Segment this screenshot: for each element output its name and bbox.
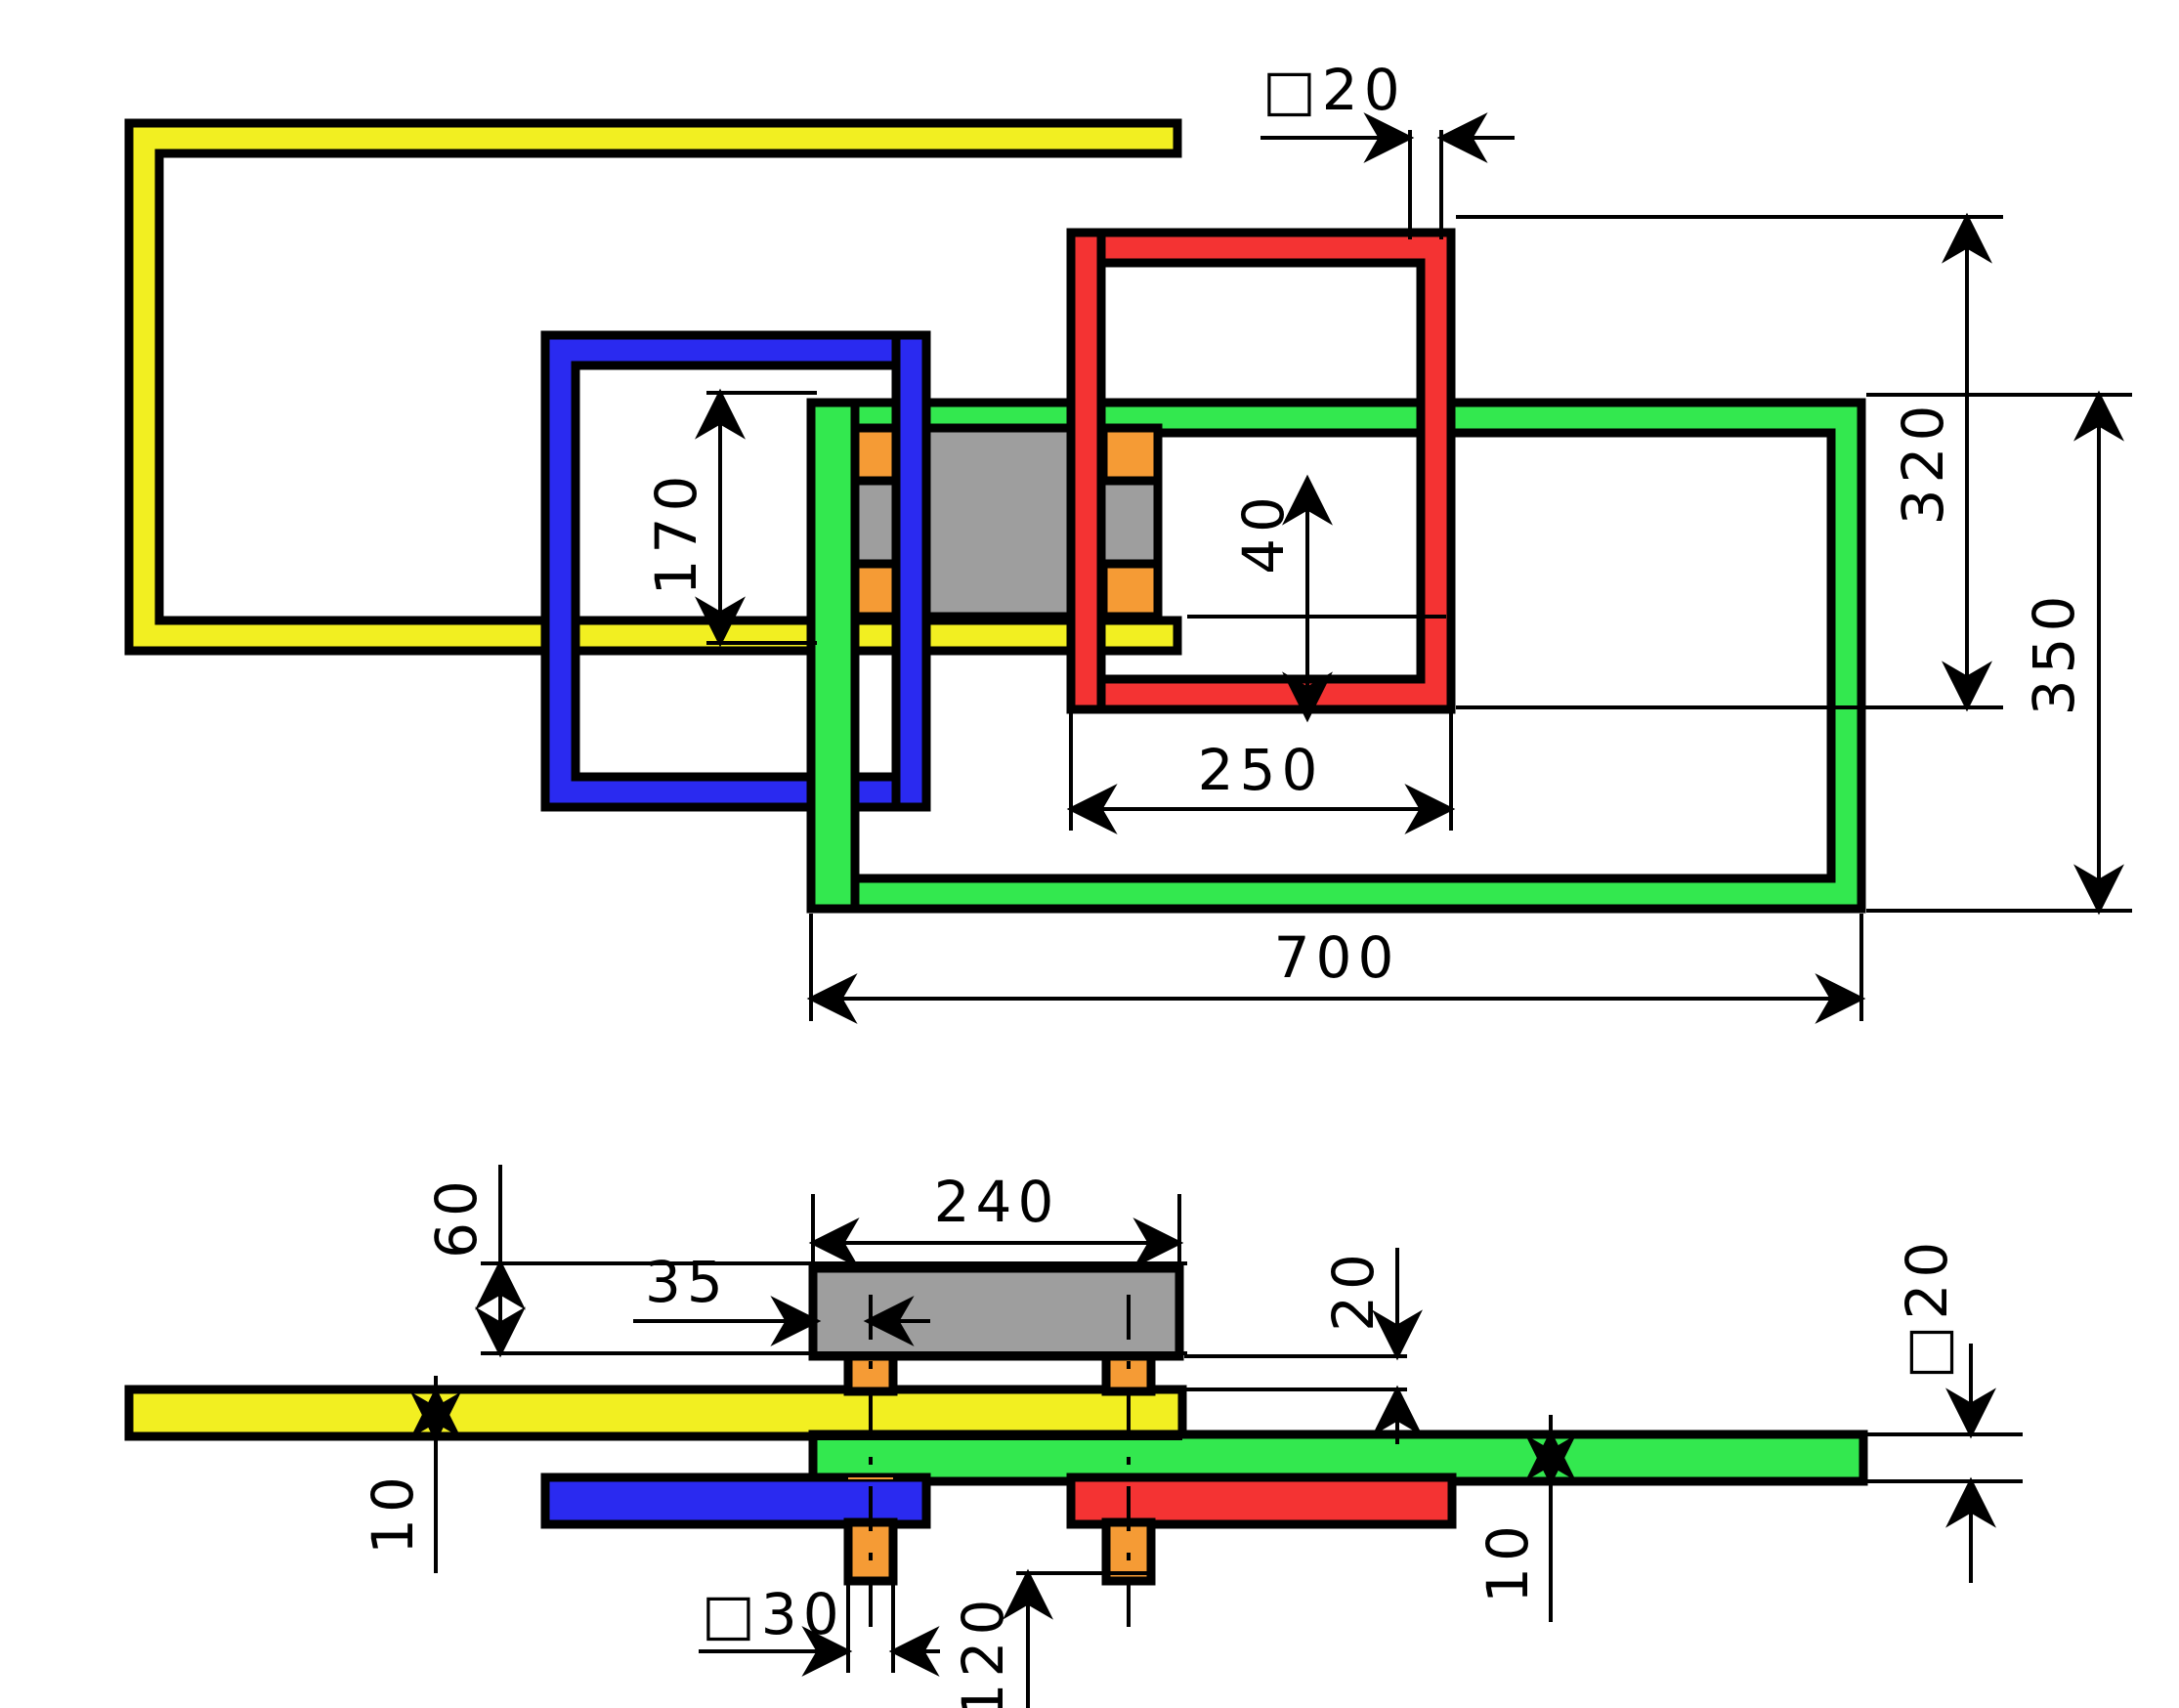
blue-bar-front (540, 1473, 931, 1529)
orange-post (1098, 559, 1163, 621)
dim-label: 20 (1320, 1248, 1387, 1332)
dim-label: 170 (643, 470, 709, 596)
dim-label: 250 (1198, 737, 1324, 803)
dim-label: 40 (1230, 491, 1297, 575)
centerlines (869, 1295, 1131, 1634)
yellow-frame (124, 118, 1182, 656)
dim-label: 700 (1274, 924, 1400, 991)
dim-35: 35 (633, 1249, 930, 1346)
dim-square20-top: □20 (1260, 57, 1515, 239)
dim-label: 10 (360, 1471, 426, 1555)
dim-label: 10 (1474, 1519, 1541, 1603)
dim-10-right: 10 (1456, 1415, 1630, 1622)
dim-350: 350 (1866, 390, 2132, 916)
dim-120: 120 (950, 1568, 1151, 1708)
orange-post (848, 1477, 893, 1479)
dim-40: 40 (1187, 474, 1446, 723)
dim-20-mid: 20 (1184, 1248, 1423, 1444)
dim-label: 350 (2021, 590, 2087, 716)
yellow-frame-body (124, 118, 1182, 656)
dim-label: 120 (950, 1594, 1016, 1708)
dim-label: □20 (1894, 1236, 1960, 1380)
top-view: □20 170 320 350 40 (124, 57, 2132, 1024)
dim-label: 60 (423, 1174, 490, 1259)
dim-170: 170 (643, 388, 817, 648)
yellow-bar-front (124, 1385, 1187, 1441)
blue-frame-right-leg (891, 330, 931, 812)
dim-label: 35 (645, 1249, 729, 1315)
gray-plate-front (808, 1263, 1184, 1361)
dim-240: 240 (808, 1169, 1184, 1270)
dim-250: 250 (1066, 711, 1456, 834)
red-bar-front (1066, 1473, 1457, 1529)
dim-label: □20 (1262, 57, 1406, 123)
dim-label: 240 (934, 1169, 1060, 1235)
dim-60: 60 (423, 1165, 1187, 1358)
dim-700: 700 (806, 914, 1866, 1024)
red-frame-left-leg (1066, 228, 1106, 714)
front-view: 240 60 35 10 2 (124, 1165, 2023, 1708)
orange-post (1098, 423, 1163, 486)
green-frame-left-leg (806, 398, 860, 914)
dim-label: □30 (702, 1581, 845, 1647)
dim-320: 320 (1456, 212, 2003, 712)
dim-label: 320 (1890, 400, 1956, 526)
dim-10-left: 10 (164, 1376, 1182, 1573)
dim-square20-right: □20 (1866, 1236, 2023, 1583)
dim-square30: □30 (699, 1552, 940, 1677)
